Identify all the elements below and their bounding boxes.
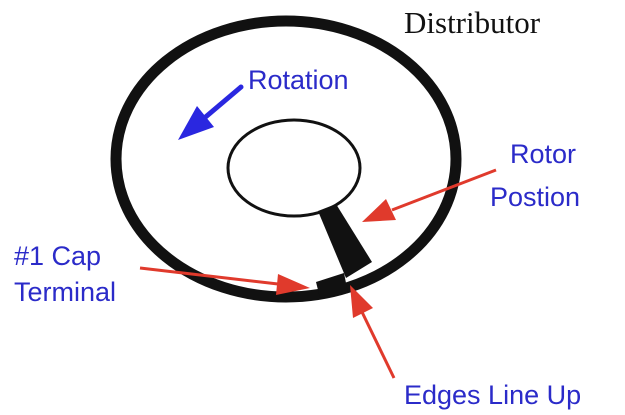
rotation-arrow-icon [178,84,244,140]
edges-line-up-arrow-icon [350,285,396,379]
cap-terminal-label-line1: #1 Cap [14,241,101,271]
rotor-position-label-line1: Rotor [510,139,576,169]
rotation-label: Rotation [248,65,349,95]
distributor-hub [226,118,362,218]
rotor-arm [318,204,372,278]
distributor-outer-ring [110,15,462,303]
cap-terminal-1 [316,273,348,298]
diagram-title: Distributor [404,5,541,40]
rotor-position-label-line2: Postion [490,182,580,212]
cap-terminal-arrow-icon [139,266,310,295]
rotor-position-arrow-icon [362,168,497,222]
edges-line-up-label: Edges Line Up [404,380,581,410]
cap-terminal-label-line2: Terminal [14,277,116,307]
